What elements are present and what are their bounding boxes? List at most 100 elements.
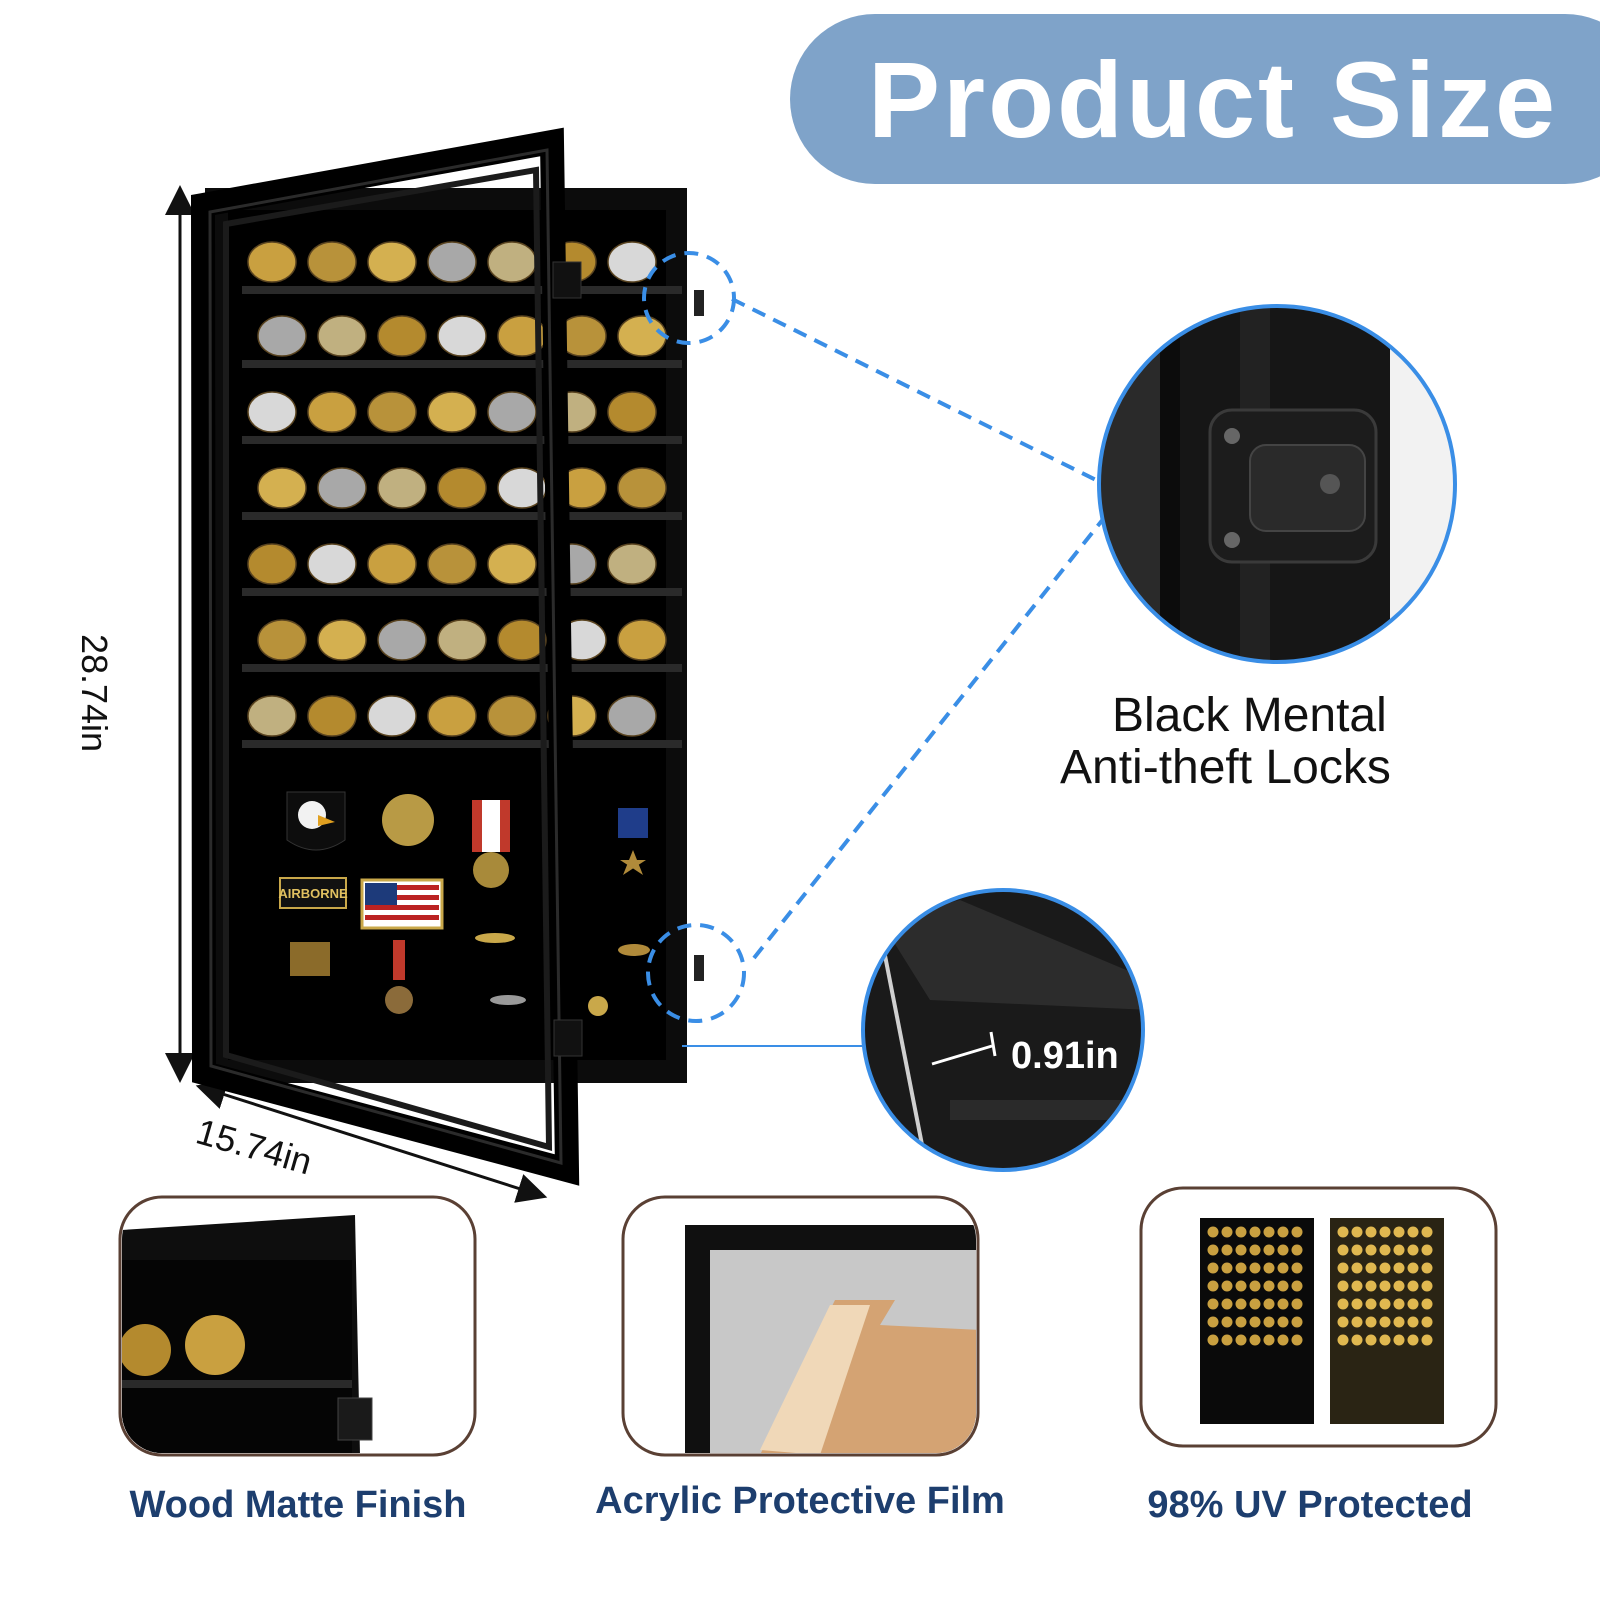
uv-cabinet-coins-light [1337,1226,1433,1346]
mini-coin [1365,1316,1377,1328]
coin [317,619,367,661]
mini-coin [1393,1298,1405,1310]
mini-coin [1379,1244,1391,1256]
mini-coin [1249,1244,1261,1256]
mini-coin [1351,1316,1363,1328]
mini-coin [1277,1226,1289,1238]
mini-coin [1407,1334,1419,1346]
coin [617,619,667,661]
mini-coin [1421,1334,1433,1346]
coin [367,391,417,433]
mini-coin [1393,1244,1405,1256]
lock-detail-image [1097,304,1457,664]
coin [437,467,487,509]
mini-coin [1249,1334,1261,1346]
coin [427,241,477,283]
mini-coin [1379,1280,1391,1292]
coin [607,695,657,737]
mini-coin [1407,1226,1419,1238]
mini-coin [1291,1262,1303,1274]
mini-coin [1235,1280,1247,1292]
mini-coin [1351,1298,1363,1310]
coin [377,315,427,357]
mini-coin [1263,1262,1275,1274]
mini-coin [1337,1280,1349,1292]
feature-image-wood [118,1195,477,1457]
coin [317,315,367,357]
coin [377,467,427,509]
mini-coin [1393,1226,1405,1238]
mini-coin [1207,1262,1219,1274]
mini-coin [1235,1244,1247,1256]
mini-coin [1277,1316,1289,1328]
mini-coin [1421,1316,1433,1328]
coin [427,391,477,433]
mini-coin [1351,1244,1363,1256]
coin [427,543,477,585]
lock-caption: Black Mental Anti-theft Locks [1060,690,1480,794]
mini-coin [1291,1280,1303,1292]
coin [307,241,357,283]
coin [247,695,297,737]
mini-coin [1277,1334,1289,1346]
coin [487,695,537,737]
coin [497,619,547,661]
lower-lock-hasp [694,955,704,981]
title-banner: Product Size [790,14,1600,184]
mini-coin [1277,1280,1289,1292]
mini-coin [1393,1316,1405,1328]
mini-coin [1221,1280,1233,1292]
mini-coin [1249,1298,1261,1310]
mini-coin [1393,1280,1405,1292]
mini-coin [1337,1244,1349,1256]
coin [257,467,307,509]
coin-shelves [242,286,682,748]
height-dimension-label: 28.74in [74,633,115,753]
mini-coin [1379,1262,1391,1274]
mini-coin [1221,1298,1233,1310]
airborne-patch-text: AIRBORNE [278,886,348,901]
mini-coin [1351,1226,1363,1238]
mini-coin [1291,1334,1303,1346]
mini-coin [1207,1334,1219,1346]
mini-coin [1263,1316,1275,1328]
coin [367,543,417,585]
mini-coin [1277,1262,1289,1274]
mini-coin [1421,1226,1433,1238]
feature-label-uv: 98% UV Protected [1147,1484,1473,1526]
mini-coin [1337,1262,1349,1274]
mini-coin [1221,1226,1233,1238]
coin [617,315,667,357]
coin [377,619,427,661]
mini-coin [1379,1334,1391,1346]
coin [437,315,487,357]
mini-coin [1249,1226,1261,1238]
coin [247,391,297,433]
depth-label: 0.91in [1011,1035,1119,1077]
mini-coin [1337,1316,1349,1328]
mini-coin [1393,1262,1405,1274]
depth-measure-line [931,1044,993,1066]
width-arrow [195,1080,548,1203]
mini-coin [1379,1298,1391,1310]
mini-coin [1263,1226,1275,1238]
lock-caption-line2: Anti-theft Locks [1060,741,1391,794]
coin [437,619,487,661]
uv-cabinet-coins-dark [1207,1226,1303,1346]
mini-coin [1235,1262,1247,1274]
mini-coin [1263,1298,1275,1310]
mini-coin [1351,1280,1363,1292]
feature-label-acrylic: Acrylic Protective Film [595,1480,1005,1522]
coin [607,543,657,585]
mini-coin [1337,1298,1349,1310]
coin [257,619,307,661]
mini-coin [1407,1244,1419,1256]
mini-coin [1421,1262,1433,1274]
mini-coin [1207,1244,1219,1256]
mini-coin [1249,1316,1261,1328]
us-flag-patch [360,878,444,930]
feature-label-wood: Wood Matte Finish [129,1484,467,1526]
mini-coin [1277,1244,1289,1256]
mini-coin [1249,1280,1261,1292]
